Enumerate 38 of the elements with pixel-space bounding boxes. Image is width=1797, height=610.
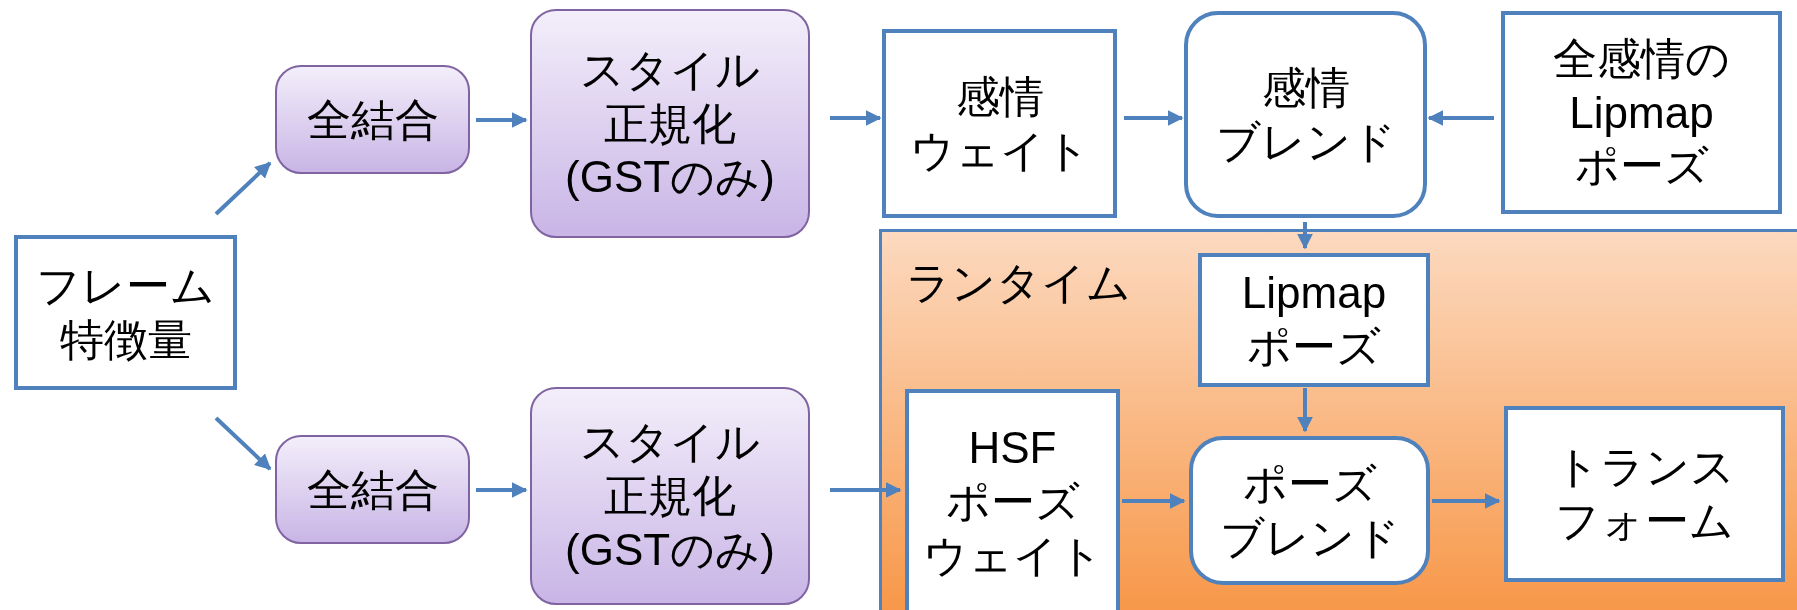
arrow <box>1297 388 1313 433</box>
node-label: 全感情のLipmapポーズ <box>1553 33 1730 193</box>
node-label: スタイル正規化(GSTのみ) <box>565 44 775 204</box>
layer-box <box>275 435 470 544</box>
arrow <box>476 112 528 128</box>
arrow <box>214 161 272 216</box>
process-box <box>905 389 1120 610</box>
layer-box <box>275 65 470 174</box>
arrow <box>1297 222 1313 250</box>
node-label: 感情ブレンド <box>1215 61 1396 168</box>
arrow <box>1427 110 1494 126</box>
node-label: HSFポーズウェイト <box>922 422 1103 582</box>
process-box <box>882 29 1117 218</box>
layer-box <box>530 387 810 605</box>
arrow <box>1124 110 1184 126</box>
arrow <box>830 110 882 126</box>
node-label: 全結合 <box>306 463 439 516</box>
region-panel <box>879 229 1797 610</box>
rounded-box <box>1184 11 1427 218</box>
arrow <box>830 482 902 498</box>
node-label: Lipmapポーズ <box>1241 267 1387 373</box>
node-label: ポーズブレンド <box>1219 457 1400 564</box>
rounded-box <box>1189 436 1430 585</box>
node-label: トランスフォーム <box>1554 441 1735 547</box>
arrow <box>1432 493 1501 509</box>
node-label: 感情ウェイト <box>909 70 1090 177</box>
arrow <box>1122 493 1186 509</box>
process-box <box>1198 253 1430 387</box>
layer-box <box>530 9 810 238</box>
arrow <box>476 482 528 498</box>
node-label: スタイル正規化(GSTのみ) <box>565 416 775 576</box>
arrow <box>214 416 272 471</box>
process-box <box>1501 11 1782 214</box>
process-box <box>1504 406 1785 582</box>
node-label: 全結合 <box>306 93 439 146</box>
node-label: フレーム特徴量 <box>36 259 215 366</box>
region-heading: ランタイム <box>906 257 1131 309</box>
process-box <box>14 235 237 390</box>
